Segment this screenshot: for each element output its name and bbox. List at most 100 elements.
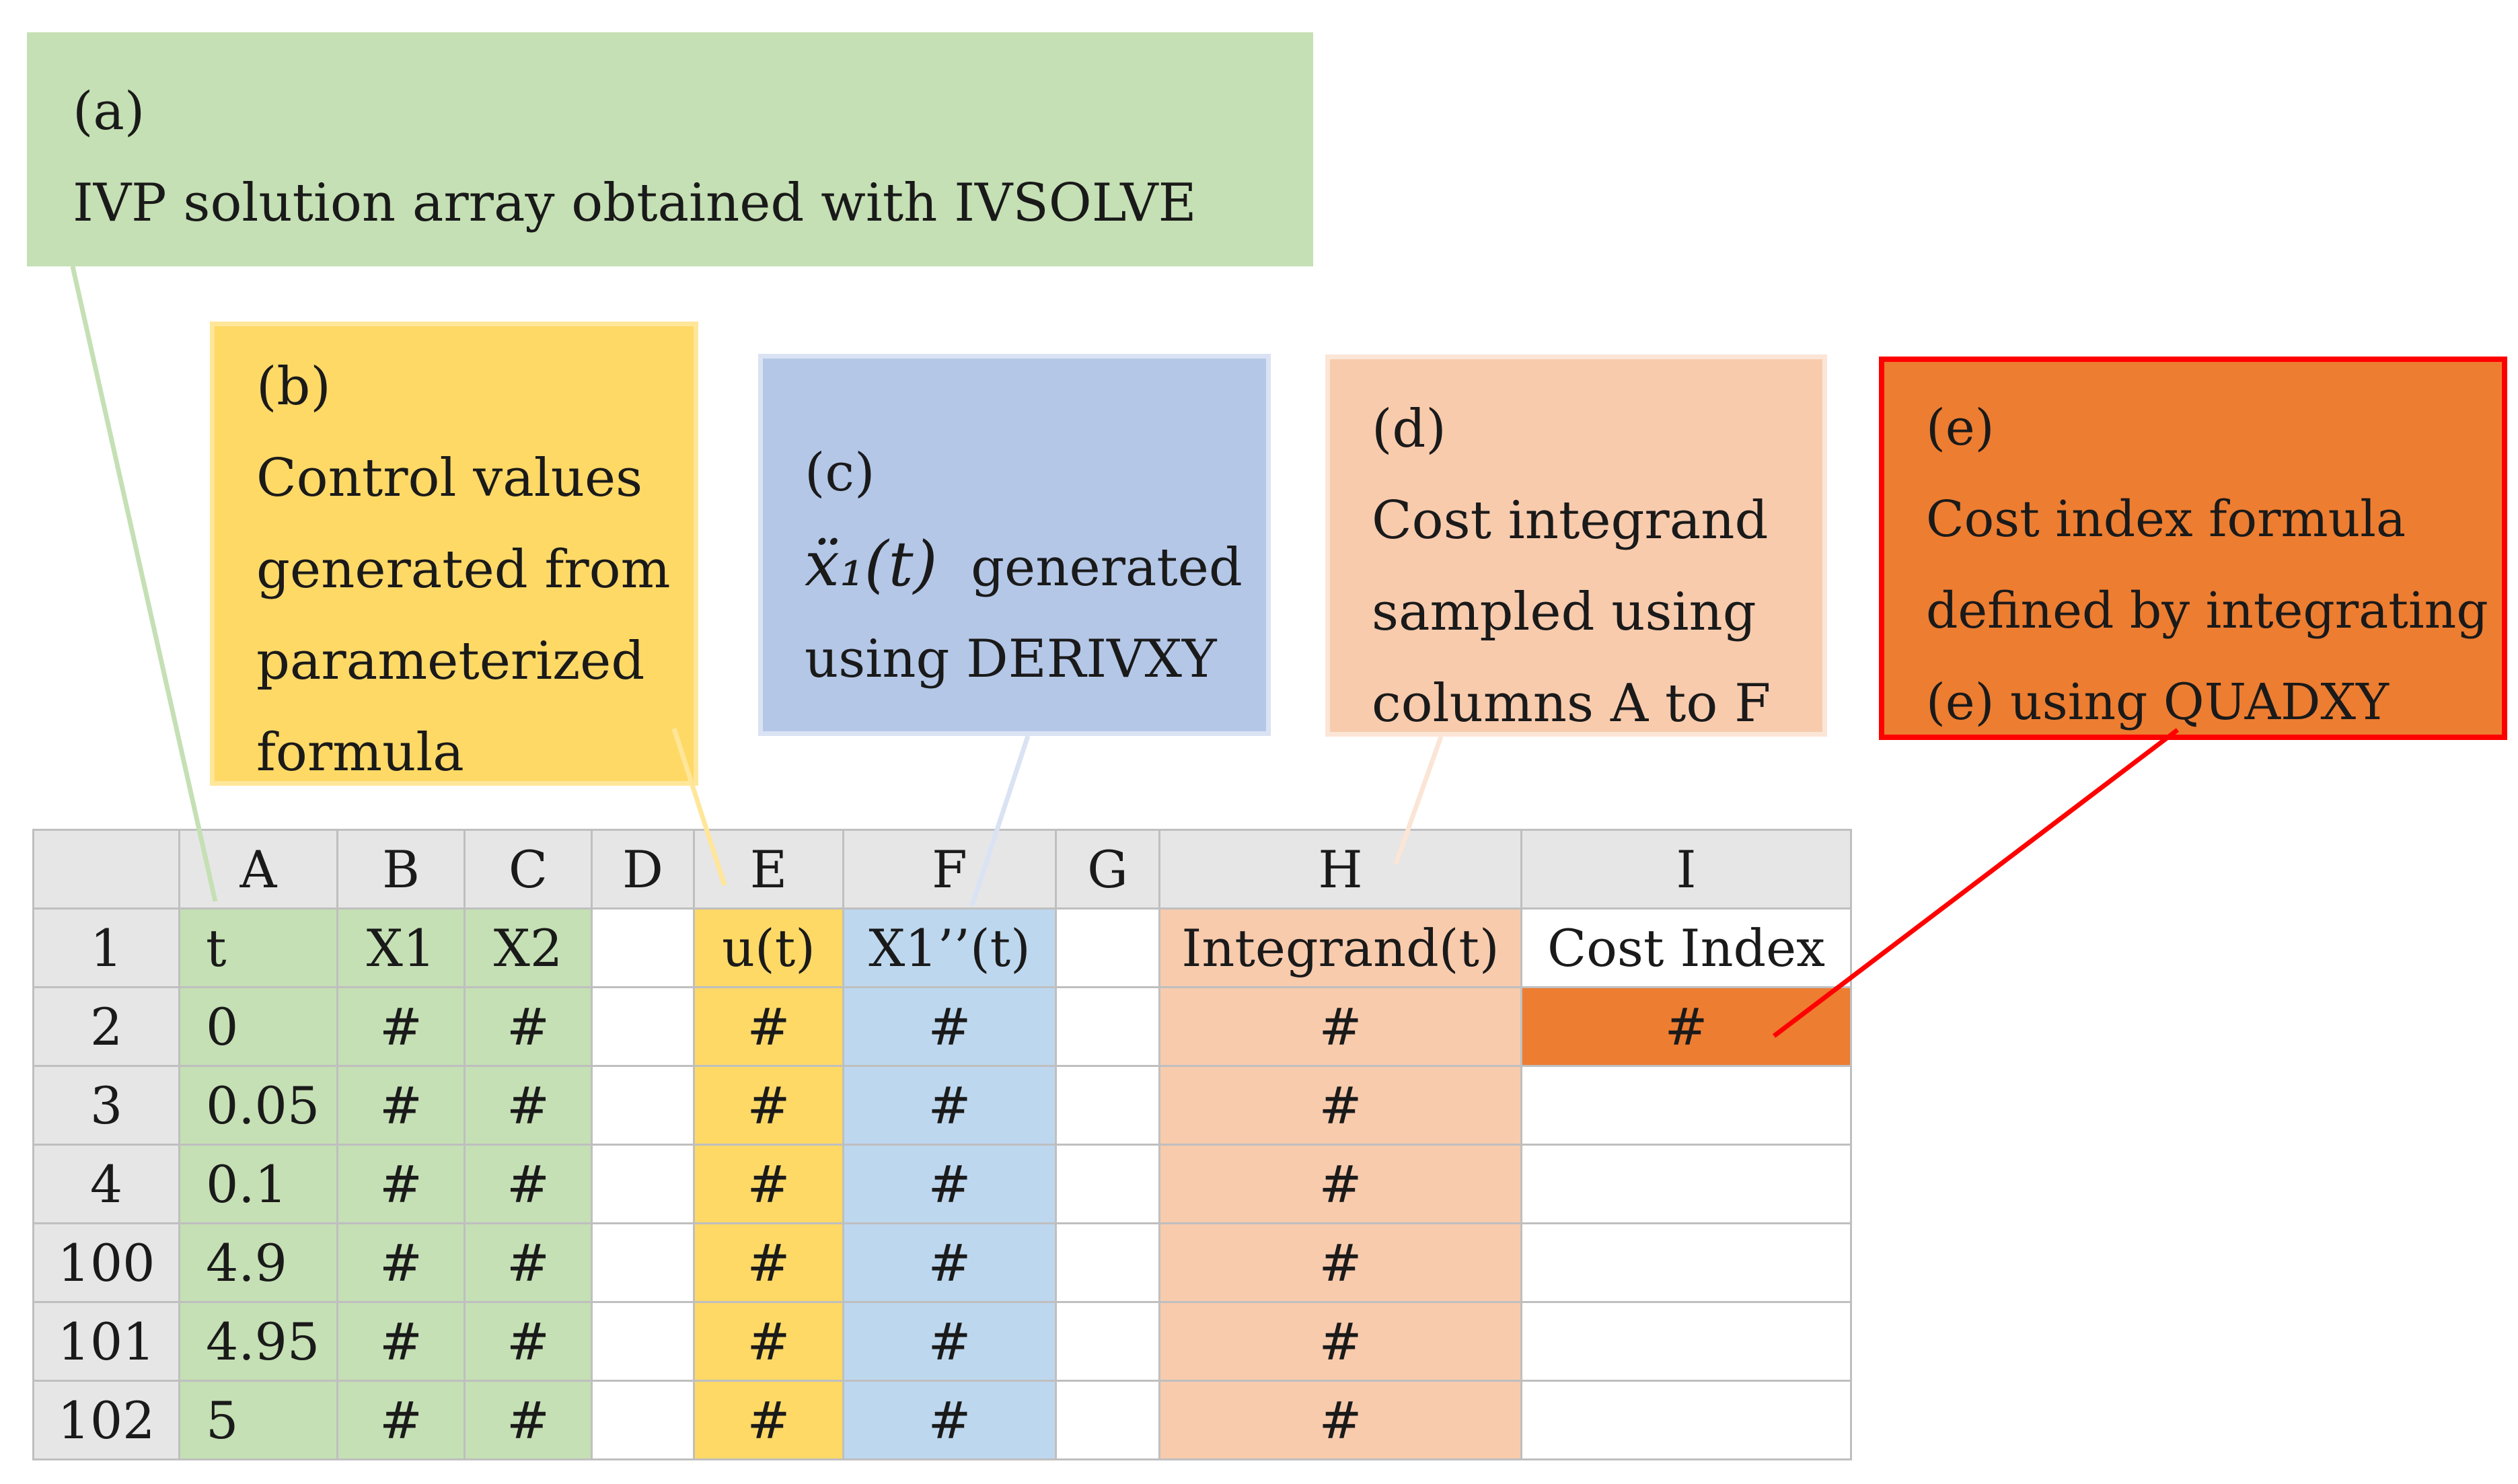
column-header-a: A — [178, 829, 338, 910]
cell-f101: # — [842, 1301, 1057, 1382]
cell-d101 — [591, 1301, 695, 1382]
row-number: 4 — [32, 1144, 180, 1224]
cell-g1 — [1055, 907, 1160, 988]
callout-d-line-3: columns A to F — [1372, 673, 1771, 734]
cell-c2: # — [464, 986, 593, 1067]
callout-e: (e) Cost index formula defined by integr… — [1879, 357, 2507, 740]
cell-i4 — [1520, 1144, 1852, 1224]
cell-b100: # — [336, 1222, 466, 1303]
column-header-e: E — [693, 829, 844, 910]
cell-h102: # — [1158, 1380, 1522, 1460]
cell-a4: 0.1 — [178, 1144, 338, 1224]
cell-f2: # — [842, 986, 1057, 1067]
callout-d-line-2: sampled using — [1372, 582, 1756, 642]
cell-h4: # — [1158, 1144, 1522, 1224]
callout-e-label: (e) — [1926, 399, 1995, 457]
callout-c-math: ẍ₁(t) — [805, 528, 938, 600]
column-header-b: B — [336, 829, 466, 910]
cell-g102 — [1055, 1380, 1160, 1460]
callout-a: (a) IVP solution array obtained with IVS… — [27, 32, 1313, 266]
cell-c4: # — [464, 1144, 593, 1224]
cell-f3: # — [842, 1065, 1057, 1146]
cell-e2: # — [693, 986, 844, 1067]
row-number: 2 — [32, 986, 180, 1067]
column-header-h: H — [1158, 829, 1522, 910]
cell-a3: 0.05 — [178, 1065, 338, 1146]
cell-i101 — [1520, 1301, 1852, 1382]
cell-c1: X2 — [464, 907, 593, 988]
cell-g100 — [1055, 1222, 1160, 1303]
callout-e-line-2: defined by integrating — [1926, 582, 2488, 640]
cell-c101: # — [464, 1301, 593, 1382]
cell-c100: # — [464, 1222, 593, 1303]
callout-d: (d) Cost integrand sampled using columns… — [1325, 355, 1827, 737]
leader-line-a — [70, 266, 218, 902]
callout-d-label: (d) — [1372, 399, 1446, 459]
callout-c-label: (c) — [805, 443, 875, 503]
cell-h2: # — [1158, 986, 1522, 1067]
callout-a-label: (a) — [73, 81, 145, 142]
cell-e4: # — [693, 1144, 844, 1224]
column-header-f: F — [842, 829, 1057, 910]
corner-cell — [32, 829, 180, 910]
cell-a2: 0 — [178, 986, 338, 1067]
callout-b: (b) Control values generated from parame… — [210, 322, 698, 786]
callout-b-line-4: formula — [256, 722, 464, 783]
cell-i100 — [1520, 1222, 1852, 1303]
cell-a100: 4.9 — [178, 1222, 338, 1303]
cell-i1: Cost Index — [1520, 907, 1852, 988]
cell-b2: # — [336, 986, 466, 1067]
cell-f100: # — [842, 1222, 1057, 1303]
cell-d2 — [591, 986, 695, 1067]
cell-b4: # — [336, 1144, 466, 1224]
row-number: 101 — [32, 1301, 180, 1382]
cell-d102 — [591, 1380, 695, 1460]
callout-c: (c) ẍ₁(t) generated using DERIVXY — [758, 354, 1271, 736]
callout-b-line-1: Control values — [256, 448, 643, 509]
cell-g2 — [1055, 986, 1160, 1067]
cell-f4: # — [842, 1144, 1057, 1224]
column-header-d: D — [591, 829, 695, 910]
row-number: 100 — [32, 1222, 180, 1303]
cell-h101: # — [1158, 1301, 1522, 1382]
row-number: 3 — [32, 1065, 180, 1146]
cell-h3: # — [1158, 1065, 1522, 1146]
callout-c-line-1: ẍ₁(t) generated — [805, 519, 1266, 614]
column-header-g: G — [1055, 829, 1160, 910]
cell-g3 — [1055, 1065, 1160, 1146]
callout-b-label: (b) — [256, 357, 331, 417]
cell-e3: # — [693, 1065, 844, 1146]
cell-c102: # — [464, 1380, 593, 1460]
cell-d3 — [591, 1065, 695, 1146]
cell-i102 — [1520, 1380, 1852, 1460]
callout-c-line-2: using DERIVXY — [805, 629, 1217, 690]
callout-c-after-math: generated — [971, 537, 1243, 598]
cell-b1: X1 — [336, 907, 466, 988]
cell-a102: 5 — [178, 1380, 338, 1460]
cell-i3 — [1520, 1065, 1852, 1146]
cell-d4 — [591, 1144, 695, 1224]
cell-h100: # — [1158, 1222, 1522, 1303]
callout-e-line-3: (e) using QUADXY — [1926, 673, 2389, 731]
cell-b101: # — [336, 1301, 466, 1382]
cell-h1: Integrand(t) — [1158, 907, 1522, 988]
cell-f1: X1’’(t) — [842, 907, 1057, 988]
cell-b102: # — [336, 1380, 466, 1460]
callout-d-line-1: Cost integrand — [1372, 490, 1769, 551]
cell-a1: t — [178, 907, 338, 988]
cell-b3: # — [336, 1065, 466, 1146]
row-number: 102 — [32, 1380, 180, 1460]
cell-e102: # — [693, 1380, 844, 1460]
callout-a-text: IVP solution array obtained with IVSOLVE — [73, 173, 1197, 233]
cell-g4 — [1055, 1144, 1160, 1224]
cell-d1 — [591, 907, 695, 988]
cell-e1: u(t) — [693, 907, 844, 988]
callout-e-line-1: Cost index formula — [1926, 490, 2406, 548]
row-number: 1 — [32, 907, 180, 988]
